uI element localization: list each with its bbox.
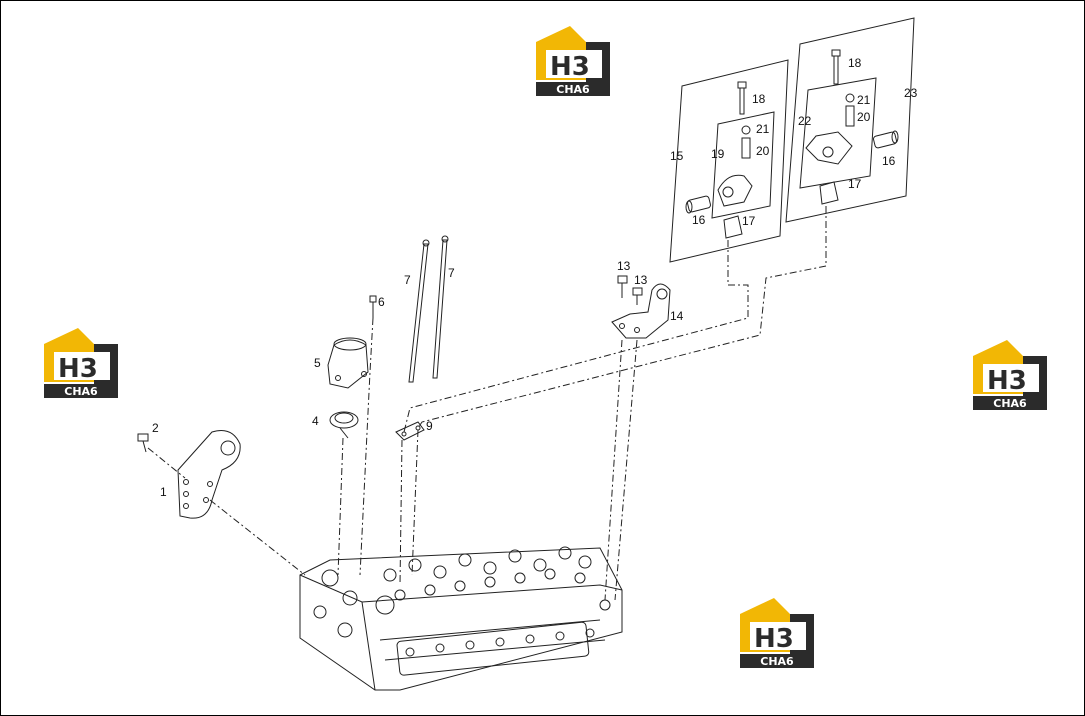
callout-labels: 1 2 4 5 6 7 7 9 13 13 14 15 16 16 17 17 … bbox=[152, 56, 918, 499]
callout-2: 2 bbox=[152, 421, 159, 435]
part-9-bracket bbox=[395, 421, 425, 441]
part-16-shaft-left bbox=[685, 195, 711, 214]
watermark-logo-right: H3 CHA6 bbox=[973, 340, 1047, 410]
callout-21b: 21 bbox=[857, 93, 871, 107]
callout-13a: 13 bbox=[617, 259, 631, 273]
part-2-bolt bbox=[137, 433, 149, 453]
callout-21a: 21 bbox=[756, 122, 770, 136]
watermark-logo-bottom: H3 CHA6 bbox=[740, 598, 814, 668]
callout-1: 1 bbox=[160, 485, 167, 499]
part-20-adjust-screw-left bbox=[741, 137, 751, 159]
svg-text:CHA6: CHA6 bbox=[556, 83, 590, 96]
callout-16a: 16 bbox=[692, 213, 706, 227]
part-18-bolt-left bbox=[737, 81, 747, 115]
part-6-bolt bbox=[369, 295, 377, 318]
part-21-nut-left bbox=[741, 125, 751, 135]
part-18-bolt-right bbox=[831, 49, 841, 85]
callout-17a: 17 bbox=[742, 214, 756, 228]
part-16-shaft-right bbox=[873, 130, 899, 149]
callout-19: 19 bbox=[711, 147, 725, 161]
svg-text:H3: H3 bbox=[754, 624, 794, 654]
callout-20b: 20 bbox=[857, 110, 871, 124]
part-5-thermostat-housing bbox=[327, 337, 369, 389]
callout-18a: 18 bbox=[752, 92, 766, 106]
callout-18b: 18 bbox=[848, 56, 862, 70]
part-17-pedestal-right bbox=[819, 181, 839, 205]
part-7-pushrods bbox=[408, 235, 449, 383]
callout-9: 9 bbox=[426, 419, 433, 433]
part-20-adjust-screw-right bbox=[845, 105, 855, 127]
callout-7b: 7 bbox=[448, 266, 455, 280]
watermark-logo-top: H3 CHA6 bbox=[536, 26, 610, 96]
callout-14: 14 bbox=[670, 309, 684, 323]
callout-5: 5 bbox=[314, 356, 321, 370]
rocker-assembly-box-15 bbox=[669, 59, 789, 263]
part-4-thermostat bbox=[329, 411, 359, 439]
cylinder-head bbox=[299, 546, 623, 691]
part-22-rocker-arm-right bbox=[805, 131, 853, 165]
callout-20a: 20 bbox=[756, 144, 770, 158]
callout-6: 6 bbox=[378, 295, 385, 309]
svg-text:H3: H3 bbox=[58, 354, 98, 384]
callout-22: 22 bbox=[798, 114, 812, 128]
callout-7a: 7 bbox=[404, 273, 411, 287]
rocker-assembly-box-23 bbox=[785, 17, 915, 223]
callout-13b: 13 bbox=[634, 273, 648, 287]
svg-text:CHA6: CHA6 bbox=[760, 655, 794, 668]
callout-4: 4 bbox=[312, 414, 319, 428]
part-19-rocker-arm-left bbox=[717, 174, 753, 207]
callout-23: 23 bbox=[904, 86, 918, 100]
part-13-bolts bbox=[617, 275, 643, 305]
part-14-lifting-bracket bbox=[611, 283, 671, 339]
svg-text:H3: H3 bbox=[550, 52, 590, 82]
part-1-lifting-bracket bbox=[177, 430, 241, 519]
part-21-nut-right bbox=[845, 93, 855, 103]
callout-15: 15 bbox=[670, 149, 684, 163]
callout-17b: 17 bbox=[848, 177, 862, 191]
part-17-pedestal-left bbox=[723, 215, 743, 239]
svg-text:H3: H3 bbox=[987, 366, 1027, 396]
callout-16b: 16 bbox=[882, 154, 896, 168]
watermark-logo-left: H3 CHA6 bbox=[44, 328, 118, 398]
svg-text:CHA6: CHA6 bbox=[993, 397, 1027, 410]
svg-text:CHA6: CHA6 bbox=[64, 385, 98, 398]
